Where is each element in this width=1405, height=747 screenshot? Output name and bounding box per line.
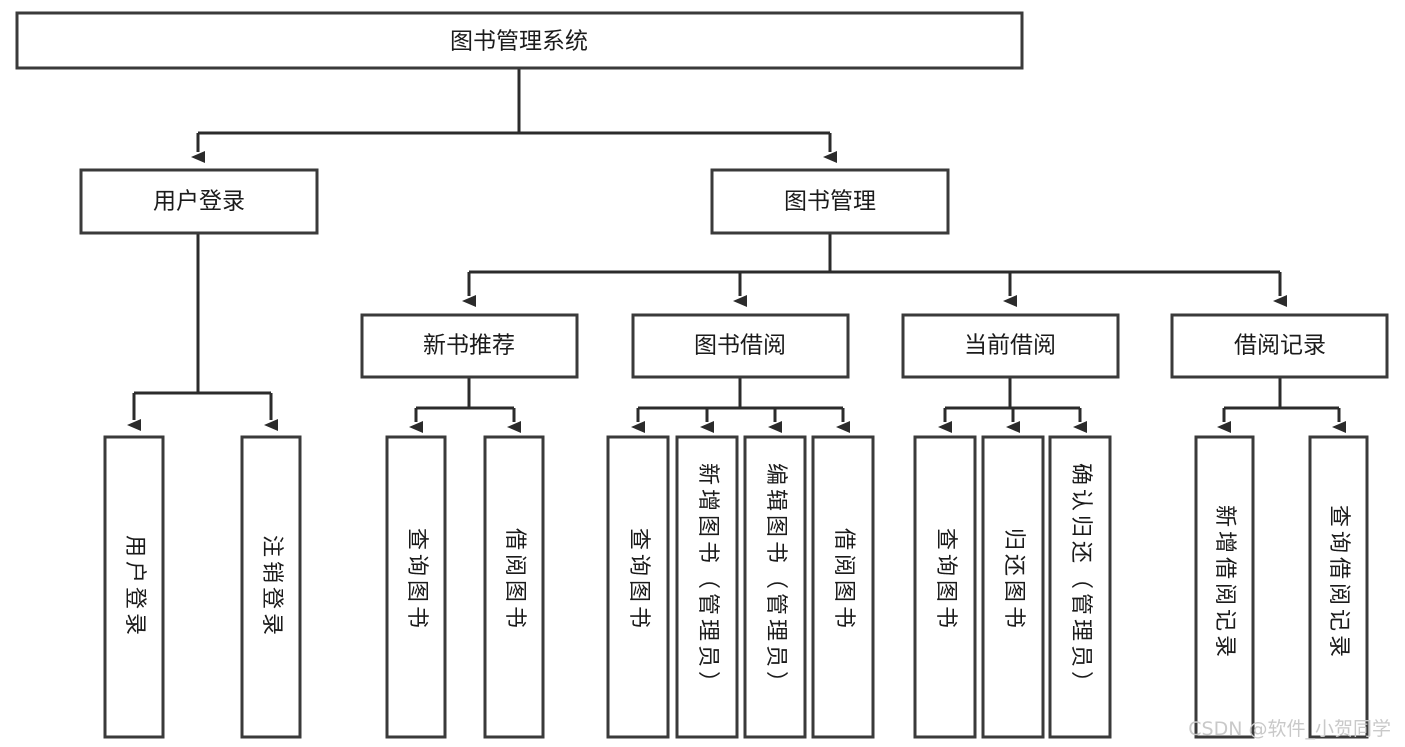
leaf-box-current-borrow-2[interactable] bbox=[981, 435, 1045, 739]
leaf-label-current-borrow-1: 查询图书 bbox=[933, 528, 958, 632]
leaf-node[interactable]: 查询图书 bbox=[606, 435, 670, 739]
root-label: 图书管理系统 bbox=[450, 29, 588, 55]
leaf-node[interactable]: 确认归还（管理员） bbox=[1048, 435, 1112, 739]
leaf-box-current-borrow-3[interactable] bbox=[1048, 435, 1112, 739]
node-root[interactable]: 图书管理系统 bbox=[15, 11, 1024, 70]
new-book-recommend-label: 新书推荐 bbox=[423, 333, 515, 359]
borrow-record-label: 借阅记录 bbox=[1234, 333, 1326, 359]
node-book-borrow[interactable]: 图书借阅 bbox=[631, 313, 850, 379]
book-manage-box[interactable] bbox=[710, 168, 950, 235]
leaf-node[interactable]: 归还图书 bbox=[981, 435, 1045, 739]
user-login-box[interactable] bbox=[79, 168, 319, 235]
book-manage-label: 图书管理 bbox=[784, 189, 876, 215]
leaf-box-borrow-record-1[interactable] bbox=[1194, 435, 1255, 739]
leaf-box-borrow-record-2[interactable] bbox=[1308, 435, 1369, 739]
leaf-label-book-borrow-4: 借阅图书 bbox=[831, 528, 856, 632]
leaf-label-new-book-2: 借阅图书 bbox=[502, 528, 527, 632]
leaf-label-book-borrow-3: 编辑图书（管理员） bbox=[763, 463, 788, 697]
current-borrow-label: 当前借阅 bbox=[964, 333, 1056, 359]
current-borrow-box[interactable] bbox=[901, 313, 1120, 379]
leaf-node[interactable]: 新增图书（管理员） bbox=[675, 435, 739, 739]
root-box[interactable] bbox=[15, 11, 1024, 70]
leaf-box-current-borrow-1[interactable] bbox=[913, 435, 977, 739]
leaf-box-user-login-2[interactable] bbox=[240, 435, 302, 739]
leaf-node[interactable]: 借阅图书 bbox=[811, 435, 875, 739]
connector-lines bbox=[127, 68, 1346, 433]
leaf-node[interactable]: 注销登录 bbox=[240, 435, 302, 739]
leaf-node[interactable]: 编辑图书（管理员） bbox=[743, 435, 807, 739]
leaf-label-borrow-record-1: 新增借阅记录 bbox=[1212, 505, 1237, 661]
leaf-label-current-borrow-2: 归还图书 bbox=[1001, 528, 1026, 632]
leaf-box-book-borrow-1[interactable] bbox=[606, 435, 670, 739]
node-borrow-record[interactable]: 借阅记录 bbox=[1170, 313, 1389, 379]
new-book-recommend-box[interactable] bbox=[360, 313, 579, 379]
leaf-box-book-borrow-4[interactable] bbox=[811, 435, 875, 739]
leaf-label-user-login-2: 注销登录 bbox=[259, 535, 284, 639]
book-borrow-box[interactable] bbox=[631, 313, 850, 379]
leaf-box-book-borrow-3[interactable] bbox=[743, 435, 807, 739]
node-book-manage[interactable]: 图书管理 bbox=[710, 168, 950, 235]
user-login-label: 用户登录 bbox=[153, 189, 245, 215]
node-current-borrow[interactable]: 当前借阅 bbox=[901, 313, 1120, 379]
leaf-box-book-borrow-2[interactable] bbox=[675, 435, 739, 739]
book-borrow-label: 图书借阅 bbox=[694, 333, 786, 359]
node-user-login[interactable]: 用户登录 bbox=[79, 168, 319, 235]
leaf-node[interactable]: 新增借阅记录 bbox=[1194, 435, 1255, 739]
leaf-box-new-book-1[interactable] bbox=[385, 435, 447, 739]
leaf-label-book-borrow-1: 查询图书 bbox=[626, 528, 651, 632]
leaf-node[interactable]: 用户登录 bbox=[103, 435, 165, 739]
leaf-label-new-book-1: 查询图书 bbox=[404, 528, 429, 632]
borrow-record-box[interactable] bbox=[1170, 313, 1389, 379]
leaf-box-new-book-2[interactable] bbox=[483, 435, 545, 739]
leaf-box-user-login-1[interactable] bbox=[103, 435, 165, 739]
leaf-label-current-borrow-3: 确认归还（管理员） bbox=[1068, 463, 1093, 697]
leaf-label-book-borrow-2: 新增图书（管理员） bbox=[695, 463, 720, 697]
leaf-node[interactable]: 查询图书 bbox=[913, 435, 977, 739]
leaf-node[interactable]: 查询借阅记录 bbox=[1308, 435, 1369, 739]
leaf-label-user-login-1: 用户登录 bbox=[122, 535, 147, 639]
leaf-label-borrow-record-2: 查询借阅记录 bbox=[1326, 505, 1351, 661]
node-new-book-recommend[interactable]: 新书推荐 bbox=[360, 313, 579, 379]
leaf-node[interactable]: 查询图书 bbox=[385, 435, 447, 739]
leaf-node[interactable]: 借阅图书 bbox=[483, 435, 545, 739]
